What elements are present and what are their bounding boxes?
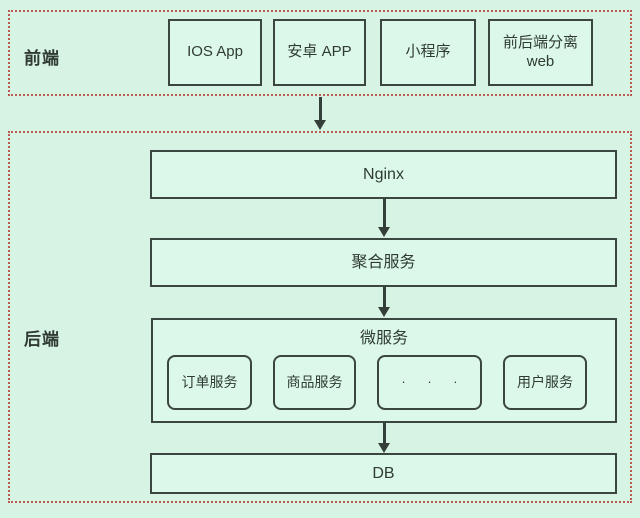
node-mini-program-label: 小程序: [405, 43, 451, 61]
node-nginx: Nginx: [150, 150, 617, 199]
ellipsis-dots: · · ·: [401, 374, 467, 390]
arrow-head-icon: [314, 120, 326, 130]
node-product-service: 商品服务: [273, 355, 356, 410]
node-aggregation-service-label: 聚合服务: [351, 253, 416, 271]
frontend-section-label: 前端: [24, 49, 60, 68]
node-aggregation-service: 聚合服务: [150, 238, 617, 287]
arrow-frontend-to-backend: [312, 97, 328, 130]
arrow-nginx-to-aggregation: [376, 199, 392, 237]
node-microservices-group: 微服务 订单服务 商品服务 · · · 用户服务: [151, 318, 617, 423]
arrow-stem: [318, 97, 322, 122]
node-more-services: · · ·: [377, 355, 482, 410]
node-mini-program: 小程序: [380, 19, 476, 86]
node-android-app: 安卓 APP: [273, 19, 366, 86]
microservices-group-label: 微服务: [359, 330, 408, 347]
node-separated-web: 前后端分离 web: [488, 19, 593, 86]
arrow-head-icon: [378, 443, 390, 453]
arrow-stem: [382, 423, 386, 445]
frontend-section: 前端 IOS App 安卓 APP 小程序 前后端分离 web: [8, 10, 632, 96]
arrow-stem: [382, 287, 386, 309]
arrow-head-icon: [378, 307, 390, 317]
arrow-aggregation-to-microservices: [376, 287, 392, 317]
node-user-service-label: 用户服务: [517, 373, 573, 390]
arrow-stem: [382, 199, 386, 229]
node-user-service: 用户服务: [503, 355, 587, 410]
node-nginx-label: Nginx: [363, 165, 404, 183]
node-separated-web-label: 前后端分离 web: [502, 33, 578, 70]
node-product-service-label: 商品服务: [286, 373, 343, 390]
node-order-service-label: 订单服务: [181, 373, 238, 390]
node-db: DB: [150, 453, 617, 494]
node-ios-app-label: IOS App: [187, 43, 243, 61]
arrow-microservices-to-db: [376, 423, 392, 453]
backend-section-label: 后端: [24, 330, 60, 349]
arrow-head-icon: [378, 227, 390, 237]
backend-section: 后端 Nginx 聚合服务 微服务 订单服务 商品服务 · · ·: [8, 131, 632, 503]
node-ios-app: IOS App: [168, 19, 262, 86]
node-order-service: 订单服务: [167, 355, 252, 410]
node-db-label: DB: [372, 464, 395, 482]
node-android-app-label: 安卓 APP: [287, 43, 352, 61]
